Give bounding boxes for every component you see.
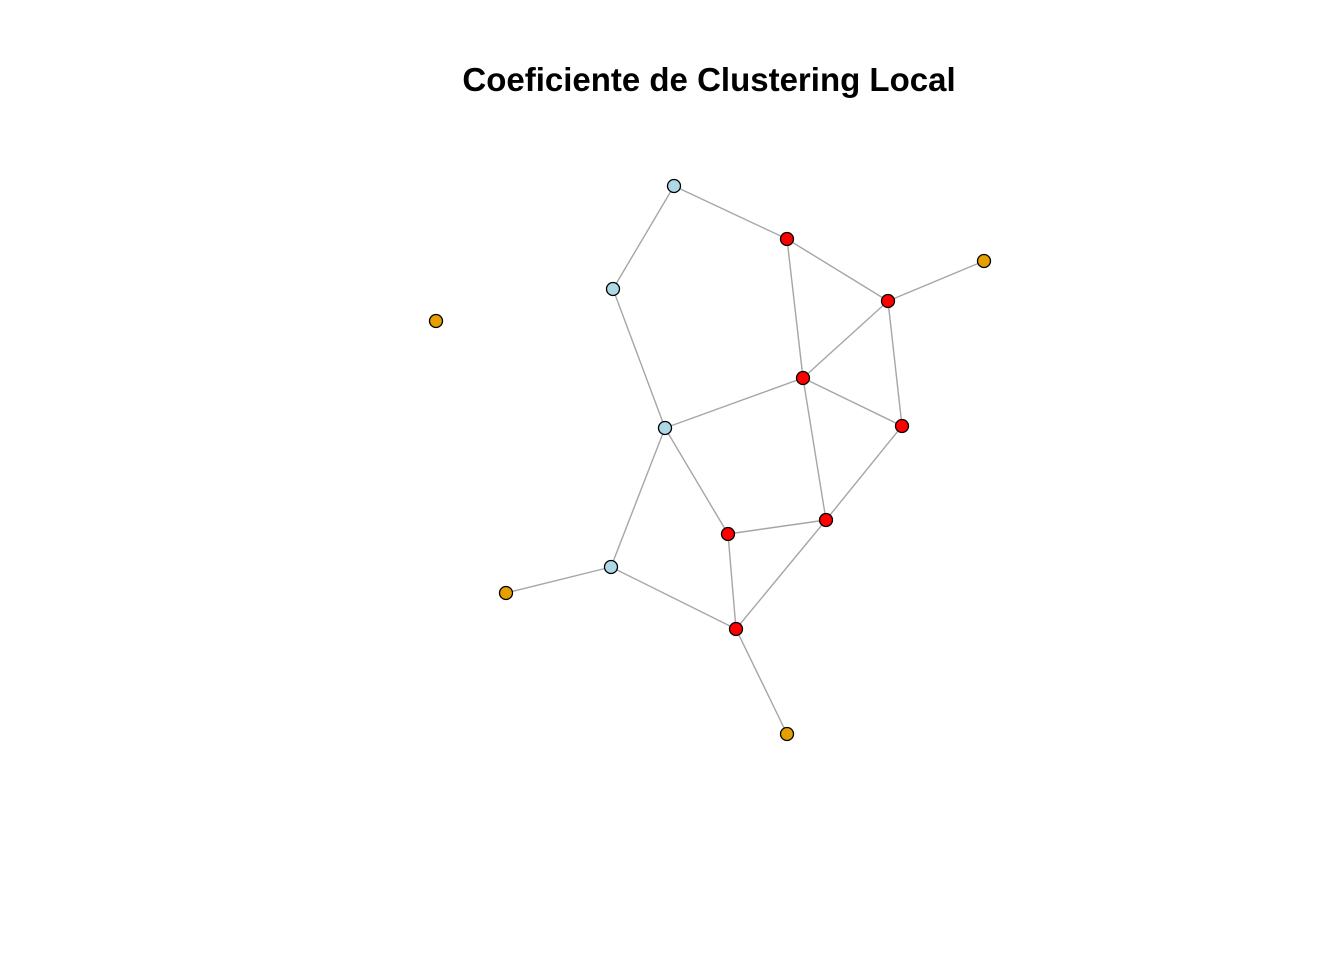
node-n8 [657,420,673,436]
edge-n5-n9 [887,300,903,427]
node-n9 [894,418,910,434]
edge-n8-n12 [610,427,666,568]
edge-n14-n15 [735,628,788,735]
edges-layer [505,185,985,735]
edge-n12-n13 [505,566,612,594]
node-n7 [795,370,811,386]
edge-n10-n14 [727,533,737,630]
node-n4 [605,281,621,297]
nodes-layer [428,178,992,742]
edge-n7-n9 [802,377,903,427]
node-n13 [498,585,514,601]
edge-n5-n7 [802,300,889,379]
edge-n4-n8 [612,288,666,429]
node-n6 [428,313,444,329]
edge-n1-n4 [612,185,675,290]
node-n3 [976,253,992,269]
edge-n5-n3 [887,260,985,302]
node-n2 [779,231,795,247]
edge-n11-n14 [735,519,827,630]
edge-n2-n7 [786,238,804,379]
node-n10 [720,526,736,542]
edge-n9-n11 [825,425,903,521]
edge-n2-n5 [786,238,889,302]
node-n15 [779,726,795,742]
node-n12 [603,559,619,575]
edge-n8-n10 [664,427,729,535]
edge-n1-n2 [673,185,788,240]
node-n14 [728,621,744,637]
node-n11 [818,512,834,528]
edge-n12-n14 [610,566,737,630]
edge-n7-n8 [664,377,804,429]
node-n5 [880,293,896,309]
node-n1 [666,178,682,194]
edge-n7-n11 [802,377,827,521]
edge-n10-n11 [727,519,827,535]
plot-title: Coeficiente de Clustering Local [462,61,955,98]
